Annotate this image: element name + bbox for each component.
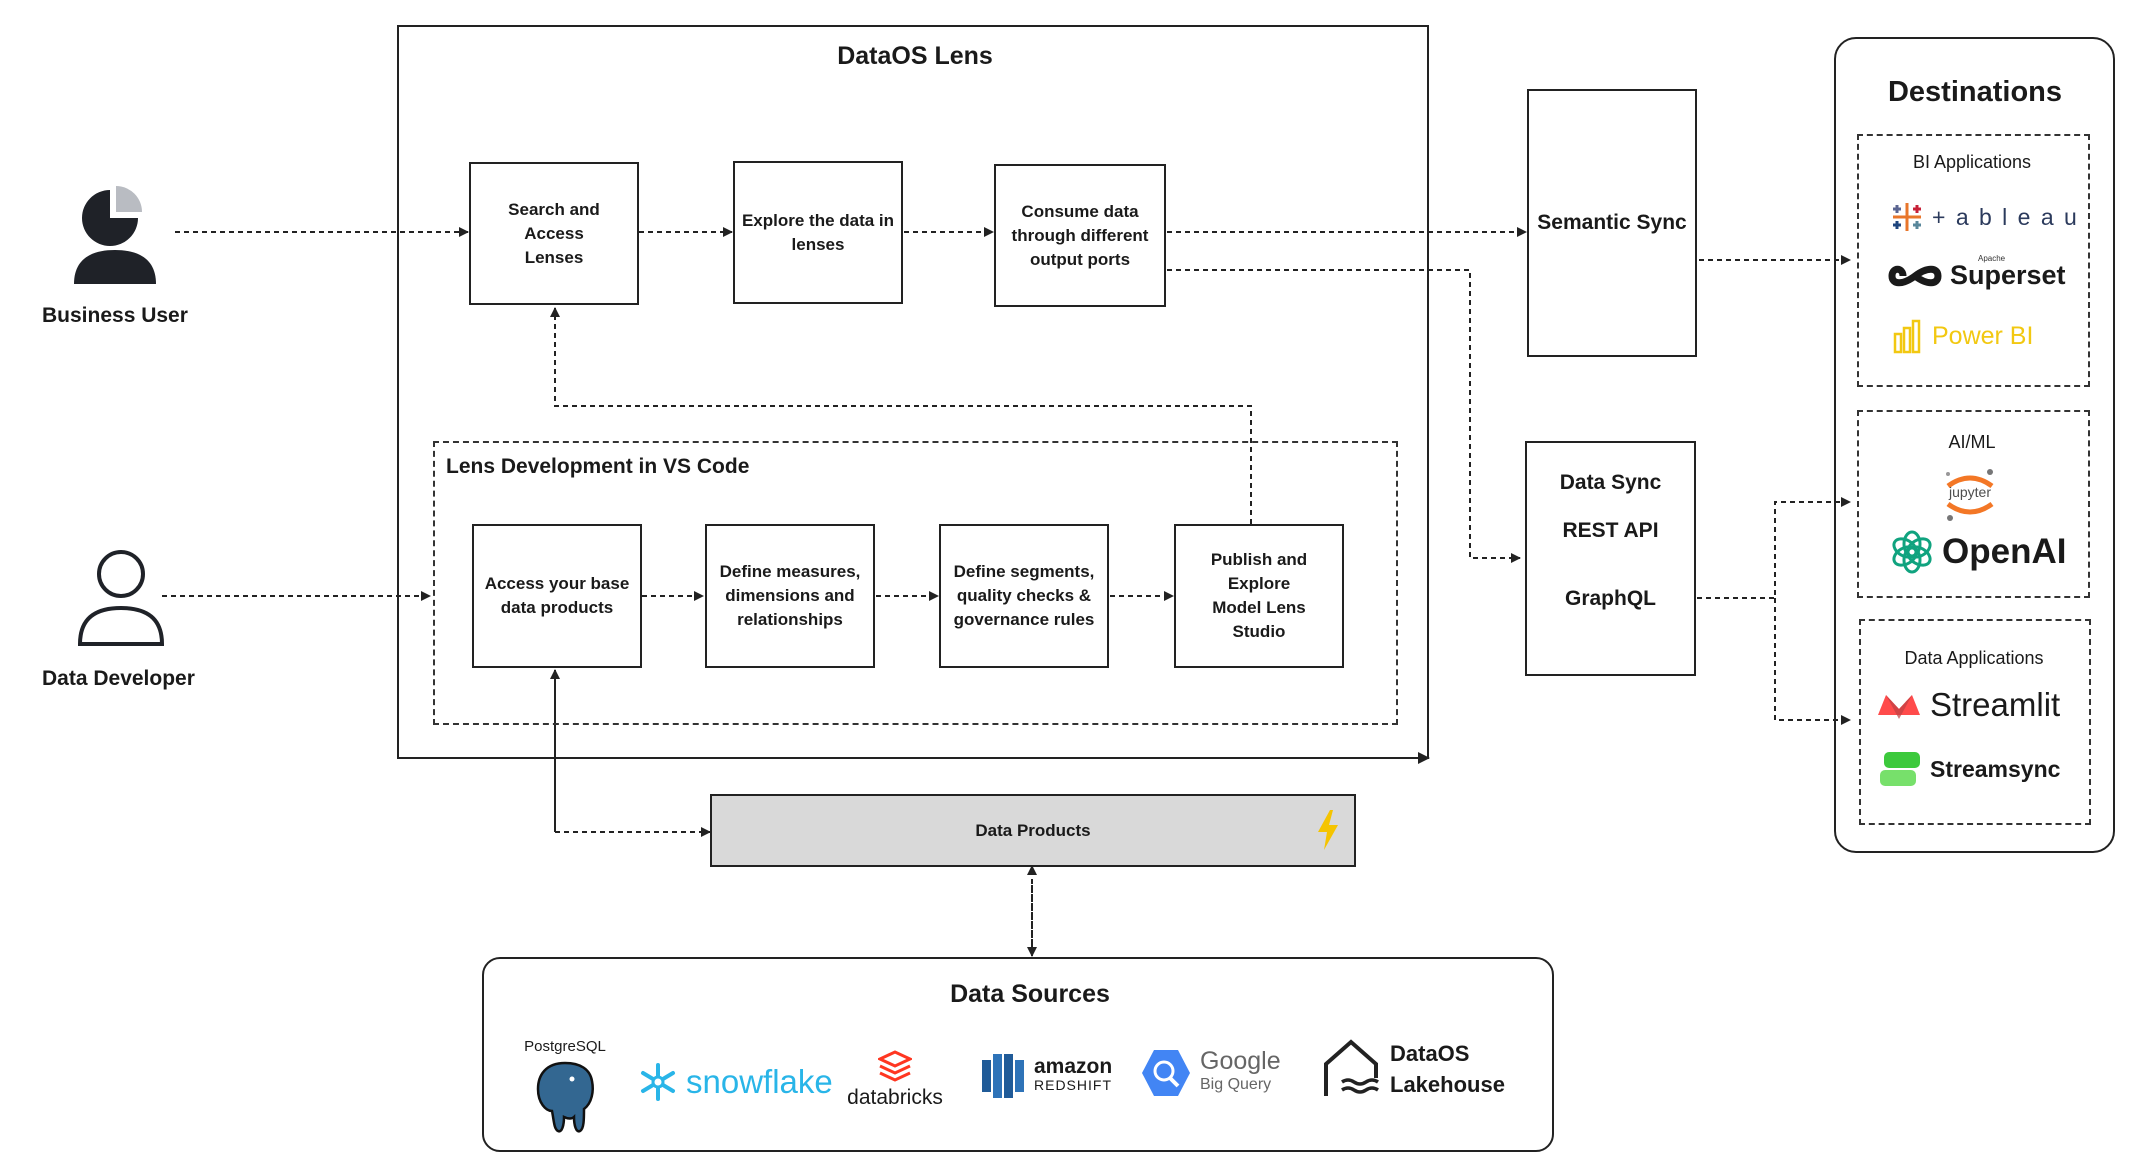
publish-explore-box: Publish and Explore Model Lens Studio: [1174, 524, 1344, 668]
jupyter-logo: jupyter: [1930, 466, 2010, 524]
define-measures-box: Define measures, dimensions and relation…: [705, 524, 875, 668]
superset-icon: [1888, 265, 1942, 286]
explore-data-box: Explore the data in lenses: [733, 161, 903, 304]
lens-development-title: Lens Development in VS Code: [446, 455, 750, 478]
tableau-icon: [1893, 203, 1921, 231]
business-user-label: Business User: [42, 304, 188, 327]
streamsync-logo: Streamsync: [1878, 750, 2060, 788]
business-user-icon: [70, 180, 160, 290]
data-applications-label: Data Applications: [1904, 648, 2044, 668]
amazon-redshift-logo: amazon REDSHIFT: [980, 1052, 1112, 1100]
redshift-icon: [982, 1054, 1024, 1098]
lightning-bolt-icon: [1318, 810, 1338, 850]
streamlit-icon: [1878, 695, 1920, 719]
data-sources-title: Data Sources: [950, 980, 1110, 1008]
jupyter-icon: [1946, 469, 1994, 521]
lakehouse-icon: [1324, 1039, 1379, 1096]
apache-tag: Apache: [1978, 254, 2006, 263]
openai-icon: [1892, 530, 1932, 574]
ai-ml-group: [1857, 410, 2090, 598]
tableau-logo: + a b l e a u: [1890, 200, 2079, 234]
streamlit-logo: Streamlit: [1876, 686, 2060, 724]
streamsync-icon: [1880, 752, 1920, 786]
openai-logo: OpenAI: [1890, 530, 2066, 574]
data-sources-panel: [482, 957, 1554, 1152]
data-products-label: Data Products: [975, 820, 1091, 840]
data-sync-title: Data Sync: [1559, 471, 1662, 494]
databricks-logo: databricks: [840, 1050, 950, 1110]
ai-ml-label: AI/ML: [1948, 432, 1996, 452]
data-developer-label: Data Developer: [42, 667, 195, 690]
bigquery-icon: [1142, 1050, 1190, 1096]
destinations-title: Destinations: [1887, 76, 2063, 108]
data-products-box: Data Products: [710, 794, 1356, 867]
snowflake-logo: snowflake: [638, 1062, 833, 1102]
postgresql-logo: PostgreSQL: [515, 1038, 615, 1135]
lens-development-area: [433, 441, 1398, 725]
data-applications-group: [1859, 619, 2091, 825]
semantic-sync-box: Semantic Sync: [1527, 89, 1697, 357]
consume-data-box: Consume data through different output po…: [994, 164, 1166, 307]
define-segments-box: Define segments, quality checks & govern…: [939, 524, 1109, 668]
rest-api-label: REST API: [1562, 519, 1659, 542]
google-bigquery-logo: Google Big Query: [1140, 1048, 1281, 1098]
search-access-lenses-box: Search and Access Lenses: [469, 162, 639, 305]
elephant-icon: [536, 1061, 594, 1133]
bi-applications-group: [1857, 134, 2090, 387]
lens-title: DataOS Lens: [837, 42, 993, 70]
data-developer-icon: [74, 548, 168, 648]
bi-applications-label: BI Applications: [1912, 152, 2032, 172]
access-base-data-products-box: Access your base data products: [472, 524, 642, 668]
power-bi-icon: [1893, 319, 1921, 354]
destinations-panel: [1834, 37, 2115, 853]
databricks-icon: [878, 1050, 912, 1082]
snowflake-icon: [641, 1063, 675, 1101]
dataos-lakehouse-logo: DataOS Lakehouse: [1320, 1038, 1505, 1100]
superset-logo: Apache Superset: [1888, 254, 2066, 291]
data-sync-box: Data Sync REST API GraphQL: [1525, 441, 1696, 676]
power-bi-logo: Power BI: [1892, 318, 2033, 354]
graphql-label: GraphQL: [1564, 587, 1656, 610]
